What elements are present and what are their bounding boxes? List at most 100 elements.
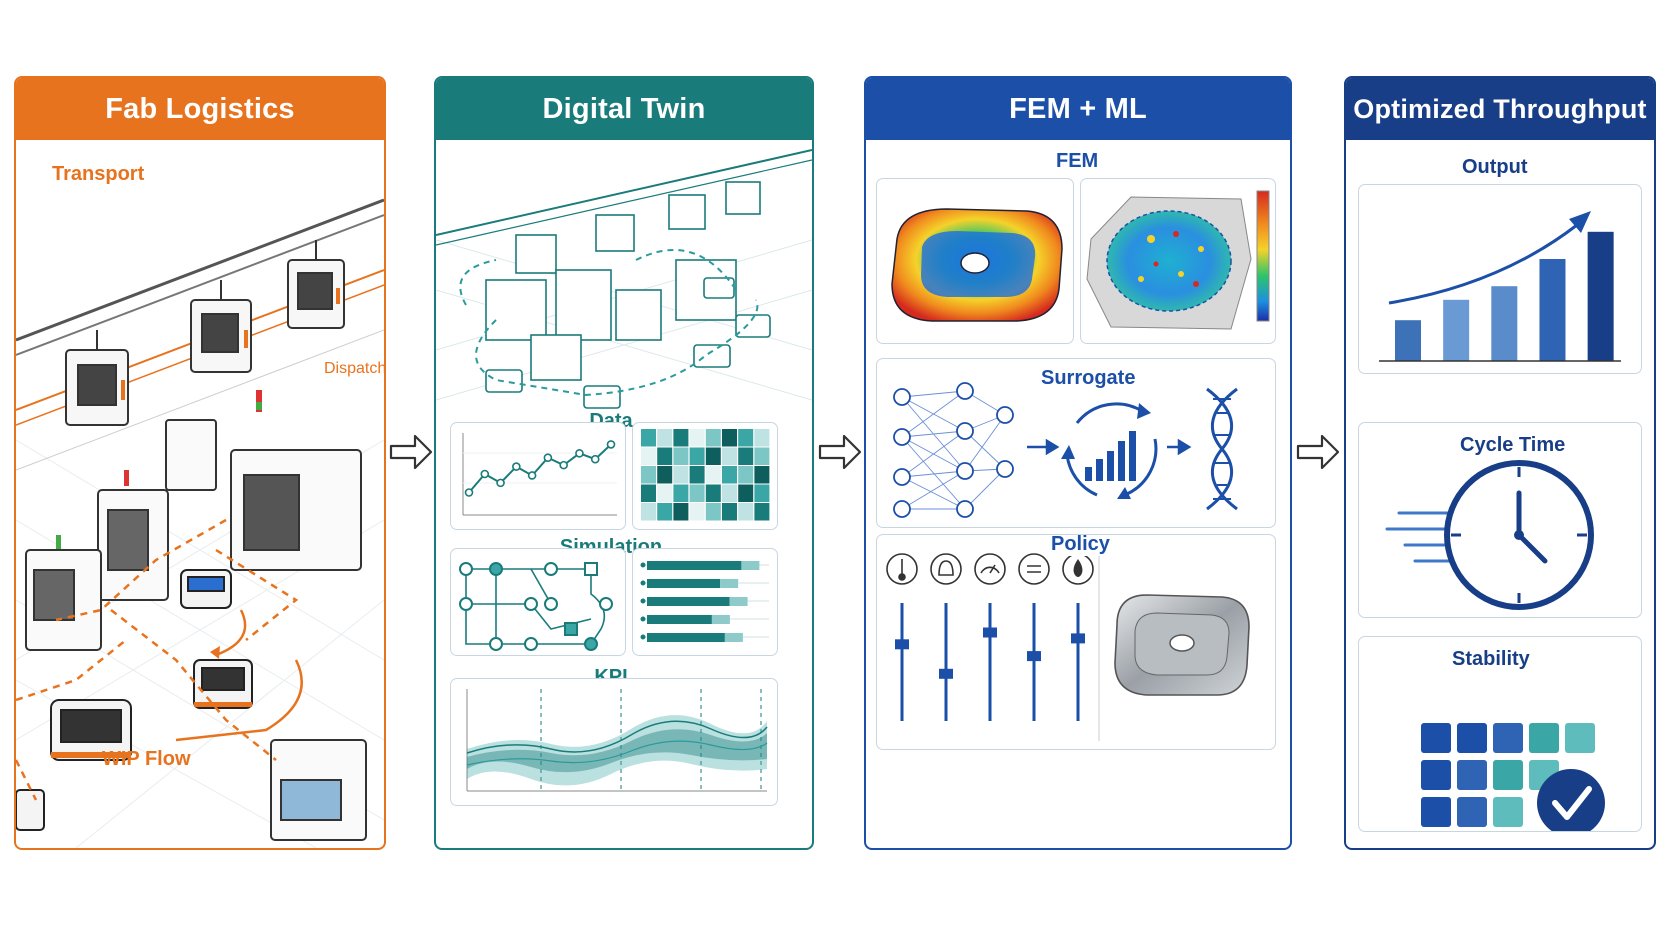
label-transport: Transport bbox=[52, 163, 145, 185]
heatmap-cell bbox=[673, 447, 689, 465]
heatmap-cell bbox=[705, 503, 721, 521]
trend-point bbox=[590, 454, 600, 464]
dna-icon bbox=[1206, 387, 1238, 511]
panel-title: Digital Twin bbox=[436, 78, 812, 140]
heatmap-grid bbox=[641, 429, 770, 521]
output-bar bbox=[1395, 320, 1421, 361]
heatmap-cell bbox=[705, 429, 721, 447]
gauge-icon bbox=[974, 553, 1006, 585]
panel-fem-ml: FEM + ML FEM bbox=[864, 76, 1292, 850]
stability-cell bbox=[1457, 797, 1487, 827]
heatmap-cell bbox=[657, 484, 673, 502]
neural-net-icon bbox=[893, 382, 1014, 518]
slider-handle[interactable] bbox=[939, 668, 953, 679]
trend-point bbox=[527, 471, 537, 480]
output-bar bbox=[1491, 286, 1518, 361]
heatmap-cell bbox=[657, 503, 673, 521]
heatmap-cell bbox=[641, 447, 656, 465]
simulation-bars bbox=[632, 548, 778, 656]
sim-bar bbox=[647, 597, 730, 606]
equal-icon bbox=[1018, 553, 1050, 585]
heatmap-cell bbox=[738, 429, 754, 447]
simulation-graph bbox=[450, 548, 626, 656]
sim-bar-tail bbox=[720, 579, 739, 588]
output-bar bbox=[1539, 259, 1566, 361]
fab-scene bbox=[16, 198, 384, 848]
label-stability: Stability bbox=[1452, 648, 1530, 670]
heatmap-cell bbox=[754, 466, 770, 484]
heatmap-cell bbox=[641, 466, 656, 484]
surrogate-diagram bbox=[893, 382, 1238, 518]
sim-bar bbox=[647, 615, 712, 624]
sim-bar bbox=[647, 561, 742, 570]
wafer-heatmap bbox=[1086, 190, 1270, 330]
stability-grid bbox=[1421, 723, 1605, 831]
heatmap-cell bbox=[705, 484, 721, 502]
trend-point bbox=[512, 462, 521, 471]
sim-bullet bbox=[640, 598, 646, 604]
fem-part-heatmap bbox=[891, 208, 1063, 322]
heatmap-cell bbox=[722, 503, 737, 521]
stability-cell bbox=[1421, 797, 1451, 827]
stability-box bbox=[1358, 636, 1642, 832]
stability-cell bbox=[1529, 723, 1559, 753]
policy-controls bbox=[886, 553, 1250, 741]
policy-part-3d bbox=[1114, 594, 1250, 696]
label-cycle-time: Cycle Time bbox=[1460, 434, 1566, 456]
heatmap-cell bbox=[641, 429, 656, 447]
clock-icon bbox=[1385, 460, 1594, 610]
check-mark bbox=[1552, 786, 1592, 820]
output-chart bbox=[1358, 184, 1642, 374]
heatmap-cell bbox=[673, 429, 689, 447]
fem-stress-plot bbox=[876, 178, 1074, 344]
heatmap-cell bbox=[689, 503, 705, 521]
heatmap-cell bbox=[657, 466, 673, 484]
cycle-time-box bbox=[1358, 422, 1642, 618]
trend-point bbox=[496, 478, 505, 488]
heatmap-cell bbox=[738, 447, 754, 465]
bell-icon bbox=[930, 553, 962, 585]
trend-line bbox=[462, 433, 617, 516]
data-heatmap bbox=[632, 422, 778, 530]
sim-bullet bbox=[640, 580, 646, 586]
heatmap-cell bbox=[738, 503, 754, 521]
heatmap-cell bbox=[689, 447, 705, 465]
label-surrogate: Surrogate bbox=[1041, 367, 1136, 389]
label-fem: FEM bbox=[1056, 150, 1099, 172]
slider-handle[interactable] bbox=[1027, 651, 1041, 662]
policy-box: Policy bbox=[876, 534, 1276, 750]
stability-cell bbox=[1493, 797, 1523, 827]
trend-point bbox=[464, 488, 474, 497]
sim-bullet bbox=[640, 634, 646, 640]
label-output: Output bbox=[1462, 156, 1528, 178]
heatmap-cell bbox=[705, 447, 721, 465]
heatmap-cell bbox=[738, 484, 754, 502]
kpi-waves bbox=[466, 689, 768, 792]
stability-cell bbox=[1493, 723, 1523, 753]
slider-handle[interactable] bbox=[895, 639, 909, 650]
label-wip-flow: WIP Flow bbox=[102, 748, 191, 770]
heatmap-cell bbox=[641, 503, 656, 521]
slider-handle[interactable] bbox=[1071, 633, 1085, 644]
sim-bar-tail bbox=[711, 615, 730, 624]
panel-title: Optimized Throughput bbox=[1346, 78, 1654, 140]
heatmap-cell bbox=[754, 503, 770, 521]
sim-bar-tail bbox=[724, 633, 743, 642]
arrow-head-icon bbox=[1569, 211, 1591, 233]
heatmap-cell bbox=[689, 484, 705, 502]
bar-list bbox=[640, 561, 769, 642]
heatmap-cell bbox=[722, 429, 737, 447]
heatmap-cell bbox=[689, 466, 705, 484]
heatmap-cell bbox=[657, 447, 673, 465]
heatmap-cell bbox=[754, 447, 770, 465]
heatmap-cell bbox=[673, 466, 689, 484]
heatmap-cell bbox=[722, 447, 737, 465]
heatmap-cell bbox=[657, 429, 673, 447]
slider-handle[interactable] bbox=[983, 627, 997, 638]
heatmap-cell bbox=[689, 429, 705, 447]
stability-cell bbox=[1565, 723, 1595, 753]
trend-point bbox=[559, 460, 568, 470]
heatmap-cell bbox=[722, 466, 737, 484]
sim-bar bbox=[647, 579, 721, 588]
sim-bar-tail bbox=[729, 597, 748, 606]
